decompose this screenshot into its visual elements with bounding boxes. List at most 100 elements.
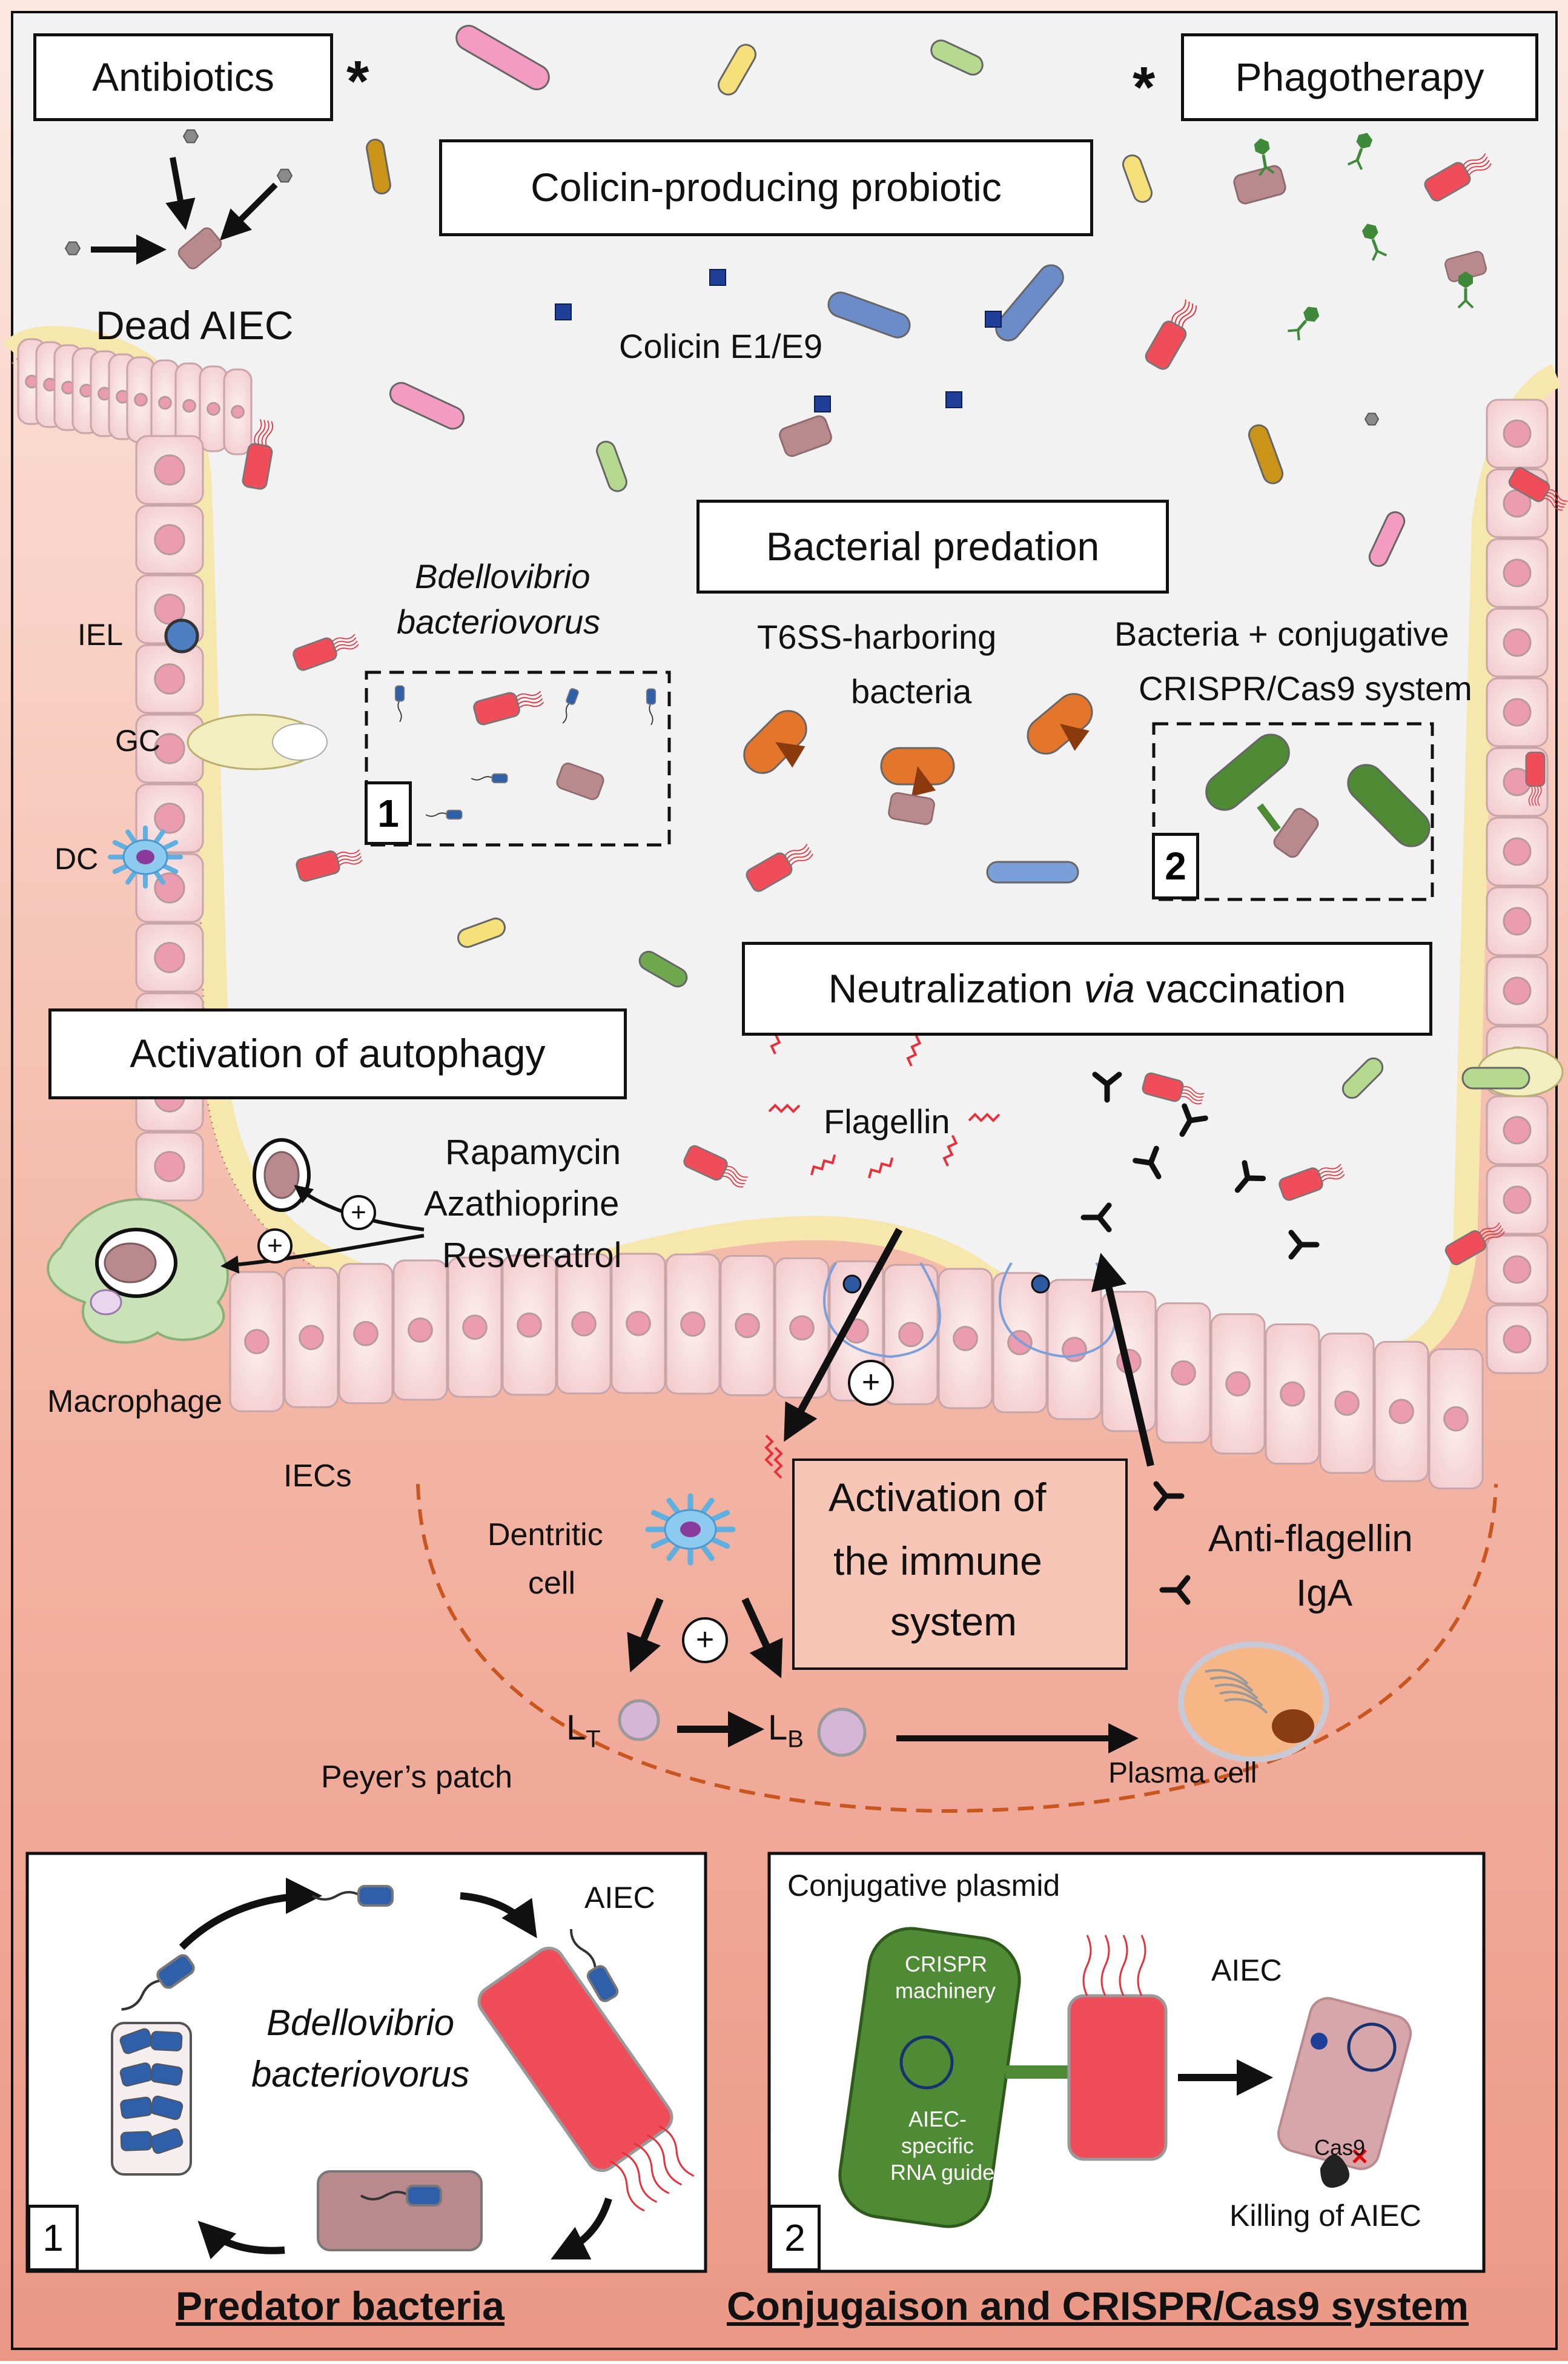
bdello-progeny [119, 2028, 153, 2054]
cell-nucleus [680, 1311, 706, 1337]
flagellin [773, 1446, 783, 1479]
antibiotic-molecule [64, 241, 81, 256]
panel-1-bdello-label-2: bacteriovorus [251, 2054, 470, 2094]
flagellum [786, 847, 810, 861]
aiec-body [477, 1946, 673, 2173]
crispr-donor-cell [838, 1927, 1021, 2228]
plus-sign: + [695, 1622, 715, 1658]
aiec-body [683, 1145, 728, 1181]
t6ss-label-2: bacteria [851, 672, 972, 710]
phage-head [1254, 138, 1270, 155]
aiec-body [1067, 1994, 1168, 2161]
iecs-label: IECs [283, 1458, 352, 1494]
aiec-bacterium [683, 1145, 748, 1188]
aiec-body [1424, 162, 1471, 202]
flagellum [517, 698, 543, 706]
plus-circle-autophagy-2: + [257, 1228, 293, 1263]
panel-2-aiec [1067, 1935, 1168, 2161]
plasma-er [1219, 1690, 1263, 1707]
phage-legs [1288, 328, 1300, 340]
lt-label: LT [566, 1708, 601, 1753]
bdellovibrio [311, 1885, 394, 1907]
flagellum [1528, 785, 1533, 806]
iga-antibody [1153, 1481, 1185, 1511]
iga-antibody [1288, 1230, 1320, 1260]
aiec-bacterium [1145, 299, 1197, 370]
flagellum [257, 419, 266, 446]
dead-aiec [779, 415, 832, 457]
aiec-body [242, 443, 273, 490]
colicin-square [985, 311, 1002, 328]
flagellum [335, 849, 360, 857]
arrow [784, 1228, 903, 1442]
dead-aiec-label: Dead AIEC [96, 303, 294, 348]
plasma-er [1224, 1698, 1268, 1714]
cell-nucleus [154, 663, 185, 695]
flagellum [1137, 1935, 1146, 1996]
flagellin [768, 1104, 801, 1113]
panel-2-number: 2 [769, 2205, 821, 2271]
probiotic-rod [986, 861, 1079, 884]
macrophage-label: Macrophage [47, 1384, 223, 1419]
colicin-square [555, 303, 572, 320]
cell-nucleus [1503, 628, 1532, 657]
macrophage-nucleus [90, 1289, 122, 1316]
flagellum [1182, 305, 1197, 330]
cell-nucleus [462, 1314, 488, 1340]
flagellum [337, 859, 363, 867]
bdello-progeny [119, 2062, 153, 2087]
cell-nucleus [1171, 1360, 1196, 1386]
phage [1347, 133, 1373, 170]
cell-nucleus [1503, 976, 1532, 1005]
bdellovibrio [646, 688, 657, 726]
neutralization-label: Neutralization via vaccination [742, 942, 1432, 1036]
flagellum [1478, 1222, 1500, 1235]
phage [1288, 306, 1320, 340]
iga-antibody [1159, 1575, 1191, 1605]
plus-sign: + [861, 1365, 881, 1400]
lt-letter: L [566, 1708, 586, 1747]
colicin-label: Colicin E1/E9 [619, 327, 823, 365]
autophagy-label: Activation of autophagy [48, 1008, 627, 1099]
colicin-square [945, 391, 962, 408]
star-left: * [346, 49, 369, 114]
phage-tail [1355, 148, 1363, 161]
crispr-donor-bacterium [1205, 733, 1290, 811]
iga-antibody [1092, 1071, 1122, 1103]
plasmid-in-aiec [1347, 2022, 1397, 2072]
bdello-progeny [120, 2131, 153, 2151]
aiec-body [293, 637, 337, 671]
cell-nucleus [1503, 1255, 1532, 1284]
resveratrol-label: Resveratrol [442, 1236, 622, 1275]
flagellin [906, 1035, 922, 1067]
probiotic-rod [457, 917, 506, 949]
t6ss-needle [1060, 724, 1090, 751]
cell-nucleus [1503, 837, 1532, 866]
phage-head [1303, 306, 1320, 322]
plus-circle-autophagy-1: + [341, 1195, 376, 1230]
flagellum [1462, 153, 1486, 167]
probiotic-rod [1368, 511, 1406, 567]
cell-nucleus [154, 733, 185, 764]
probiotic-rod [1461, 1067, 1530, 1090]
cell-nucleus [1503, 1116, 1532, 1145]
bdello-flagellum [397, 700, 402, 723]
plasma-er [1214, 1683, 1259, 1700]
flagellum [1467, 163, 1492, 177]
flagellum [1482, 1228, 1503, 1240]
anti-flagellin-label-2: IgA [1296, 1572, 1353, 1614]
flagellum [787, 850, 812, 864]
t6ss-label-1: T6SS-harboring [757, 618, 997, 656]
bdello-progeny [120, 2096, 153, 2119]
flagellum [1174, 301, 1190, 326]
bdello-progeny [150, 2095, 184, 2121]
flagellum [515, 694, 542, 703]
flagellum [1542, 498, 1563, 511]
immune-label-1: Activation of [829, 1475, 1047, 1520]
probiotic-rod [596, 440, 627, 492]
probiotic-rod [638, 950, 688, 988]
bdello-flagellum [360, 2191, 411, 2200]
plasma-cell-label: Plasma cell [1108, 1757, 1257, 1789]
phage-tail [1297, 319, 1308, 331]
dead-aiec [888, 792, 935, 826]
